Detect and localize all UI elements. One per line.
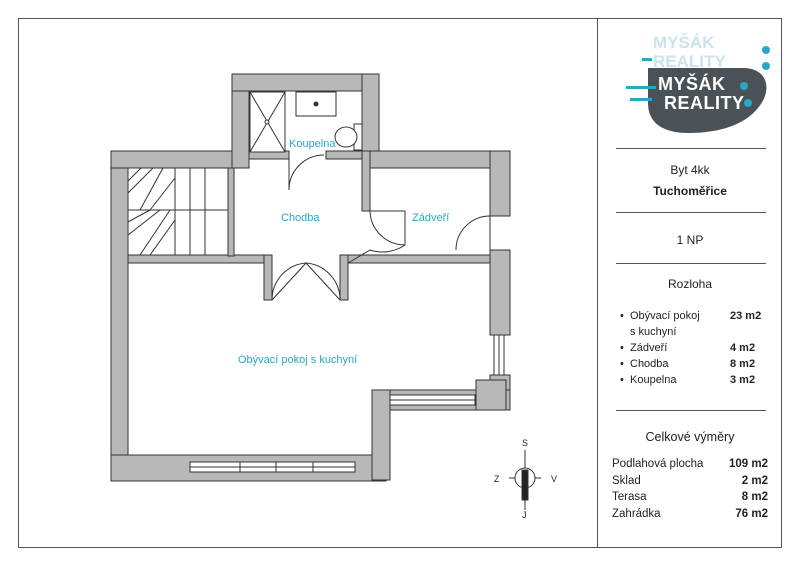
door-chodba-mid — [347, 244, 406, 264]
staircase — [127, 167, 229, 256]
wall-stair-bottom — [127, 254, 269, 264]
toilet — [334, 123, 363, 151]
door-living-left — [271, 262, 307, 301]
total-row: Podlahová plocha 109 m2 — [612, 456, 768, 473]
wall-chodba-left — [263, 254, 273, 301]
divider-2 — [616, 212, 766, 213]
door-living-right — [305, 262, 341, 301]
total-value: 109 m2 — [728, 458, 768, 470]
logo-ghost-line2: REALITY — [653, 52, 726, 71]
total-row: Sklad 2 m2 — [612, 473, 768, 490]
wall-top-left — [110, 150, 233, 169]
area-value: 3 m2 — [730, 374, 756, 386]
label-koupelna: Koupelna — [289, 138, 336, 150]
area-value: 4 m2 — [730, 342, 756, 354]
wall-chodba-right — [339, 254, 349, 301]
wall-bath-bottom2 — [325, 150, 367, 160]
logo-drop-icon — [626, 46, 770, 133]
logo-main-line2: REALITY — [664, 93, 745, 113]
compass-rose — [509, 450, 541, 510]
total-value: 8 m2 — [741, 491, 768, 503]
wall-zadveri-left — [361, 150, 371, 212]
compass-south: J — [522, 510, 527, 520]
door-zadveri — [369, 210, 406, 246]
label-chodba: Chodba — [281, 212, 320, 224]
divider-1 — [616, 148, 766, 149]
divider-3 — [616, 263, 766, 264]
area-name: Zádveří — [630, 342, 668, 354]
logo-main-line1: MYŠÁK — [658, 74, 726, 94]
compass-north: S — [522, 438, 529, 448]
door-bath — [288, 154, 325, 191]
rozloha-title: Rozloha — [667, 277, 713, 291]
list-item: •Obývací pokoj 23 m2 — [620, 308, 770, 324]
compass-east: V — [551, 474, 558, 484]
property-floor: 1 NP — [676, 233, 704, 247]
list-item: •Zádveří 4 m2 — [620, 340, 770, 356]
total-row: Zahrádka 76 m2 — [612, 506, 768, 523]
floor-plan — [110, 73, 541, 510]
company-logo: MYŠÁK REALITY MYŠÁK REALITY — [608, 28, 778, 148]
wall-mid-h — [347, 254, 491, 264]
area-value: 8 m2 — [730, 358, 756, 370]
compass-west: Z — [494, 474, 500, 484]
label-obyvaci: Obývací pokoj s kuchyní — [238, 354, 358, 366]
wall-notch-v — [371, 389, 391, 481]
rozloha-list: •Obývací pokoj 23 m2 s kuchyní •Zádveří … — [620, 308, 770, 388]
page-frame — [18, 18, 782, 548]
list-item: •Koupelna 3 m2 — [620, 372, 770, 388]
area-name: Chodba — [630, 358, 669, 370]
total-value: 76 m2 — [735, 507, 768, 520]
property-type: Byt 4kk — [670, 163, 710, 177]
list-item: •Chodba 8 m2 — [620, 356, 770, 372]
total-row: Terasa 8 m2 — [612, 489, 768, 506]
area-name: Obývací pokoj — [630, 310, 700, 322]
logo-ghost-line1: MYŠÁK — [653, 33, 715, 52]
wall-right-upper — [489, 150, 511, 217]
total-name: Zahrádka — [612, 507, 661, 520]
total-value: 2 m2 — [741, 474, 768, 487]
divider-4 — [616, 410, 766, 411]
property-location: Tuchoměřice — [653, 184, 727, 198]
celkove-list: Podlahová plocha 109 m2 Sklad 2 m2 Teras… — [612, 456, 768, 522]
door-ext — [455, 215, 491, 251]
total-name: Sklad — [612, 474, 641, 487]
wall-right-mid — [489, 249, 511, 336]
info-panel: MYŠÁK REALITY MYŠÁK REALITY Byt 4kk Tuch… — [598, 18, 782, 548]
panel-divider — [597, 18, 598, 548]
area-value: 23 m2 — [730, 310, 762, 322]
total-name: Terasa — [612, 491, 647, 503]
shower — [249, 91, 286, 153]
wall-left — [110, 150, 129, 482]
sink — [295, 91, 337, 117]
wall-bath-top — [231, 73, 380, 92]
label-zadveri: Zádveří — [412, 212, 450, 224]
area-name: Koupelna — [630, 374, 677, 386]
list-item-cont: s kuchyní — [620, 324, 770, 340]
wall-stair-inner — [227, 167, 235, 257]
celkove-title: Celkové výměry — [645, 430, 735, 444]
wall-right-top — [361, 150, 511, 169]
total-name: Podlahová plocha — [612, 458, 704, 470]
area-name-cont: s kuchyní — [630, 326, 677, 338]
